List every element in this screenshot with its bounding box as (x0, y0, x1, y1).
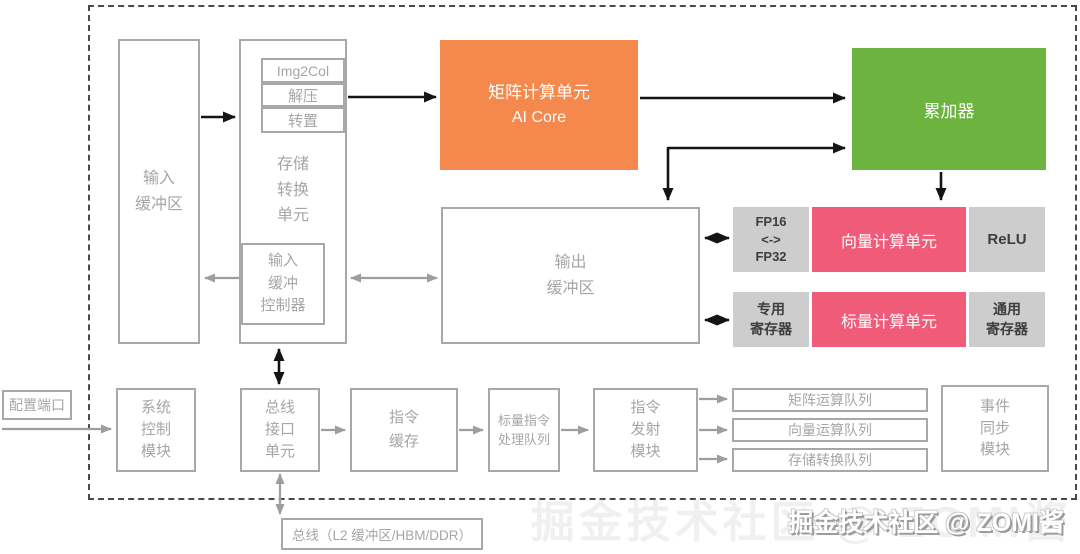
matrix-operation-queue-block: 矩阵运算队列 (732, 388, 928, 412)
accumulator-block: 累加器 (852, 48, 1046, 170)
input-buffer-block: 输入 缓冲区 (118, 39, 200, 344)
special-register-block: 专用 寄存器 (733, 292, 809, 347)
vector-compute-unit-block: 向量计算单元 (812, 207, 966, 272)
config-port-block: 配置端口 (2, 390, 72, 420)
event-sync-module-block: 事件 同步 模块 (941, 385, 1049, 472)
input-buffer-controller-block: 输入 缓冲 控制器 (241, 243, 325, 325)
general-register-block: 通用 寄存器 (969, 292, 1045, 347)
relu-block: ReLU (969, 207, 1045, 272)
fp16-fp32-convert-block: FP16 <-> FP32 (733, 207, 809, 272)
matrix-compute-unit-label: 矩阵计算单元 (488, 83, 590, 103)
instruction-dispatch-module-block: 指令 发射 模块 (593, 388, 698, 472)
bus-l2-hbm-ddr-block: 总线（L2 缓冲区/HBM/DDR） (281, 518, 483, 550)
img2col-block: Img2Col (261, 58, 345, 83)
decompress-block: 解压 (261, 83, 345, 107)
ai-core-dashed-boundary (88, 5, 1077, 500)
output-buffer-block: 输出 缓冲区 (441, 207, 700, 344)
transpose-block: 转置 (261, 107, 345, 133)
scalar-compute-unit-block: 标量计算单元 (812, 292, 966, 347)
instruction-cache-block: 指令 缓存 (350, 388, 458, 472)
watermark-echo: 掘金技术社区 @ ZOMI酱 (530, 498, 1072, 547)
scalar-instruction-queue-block: 标量指令 处理队列 (488, 388, 560, 472)
memory-transfer-queue-block: 存储转换队列 (732, 448, 928, 472)
matrix-compute-unit-block: 矩阵计算单元 AI Core (440, 40, 638, 170)
memory-transfer-unit-label: 存储 转换 单元 (276, 156, 309, 225)
ai-core-label: AI Core (511, 108, 567, 126)
watermark-text: 掘金技术社区 @ ZOMI酱 (788, 509, 1064, 537)
system-control-module-block: 系统 控制 模块 (116, 388, 196, 472)
vector-operation-queue-block: 向量运算队列 (732, 418, 928, 442)
bus-interface-unit-block: 总线 接口 单元 (240, 388, 320, 472)
